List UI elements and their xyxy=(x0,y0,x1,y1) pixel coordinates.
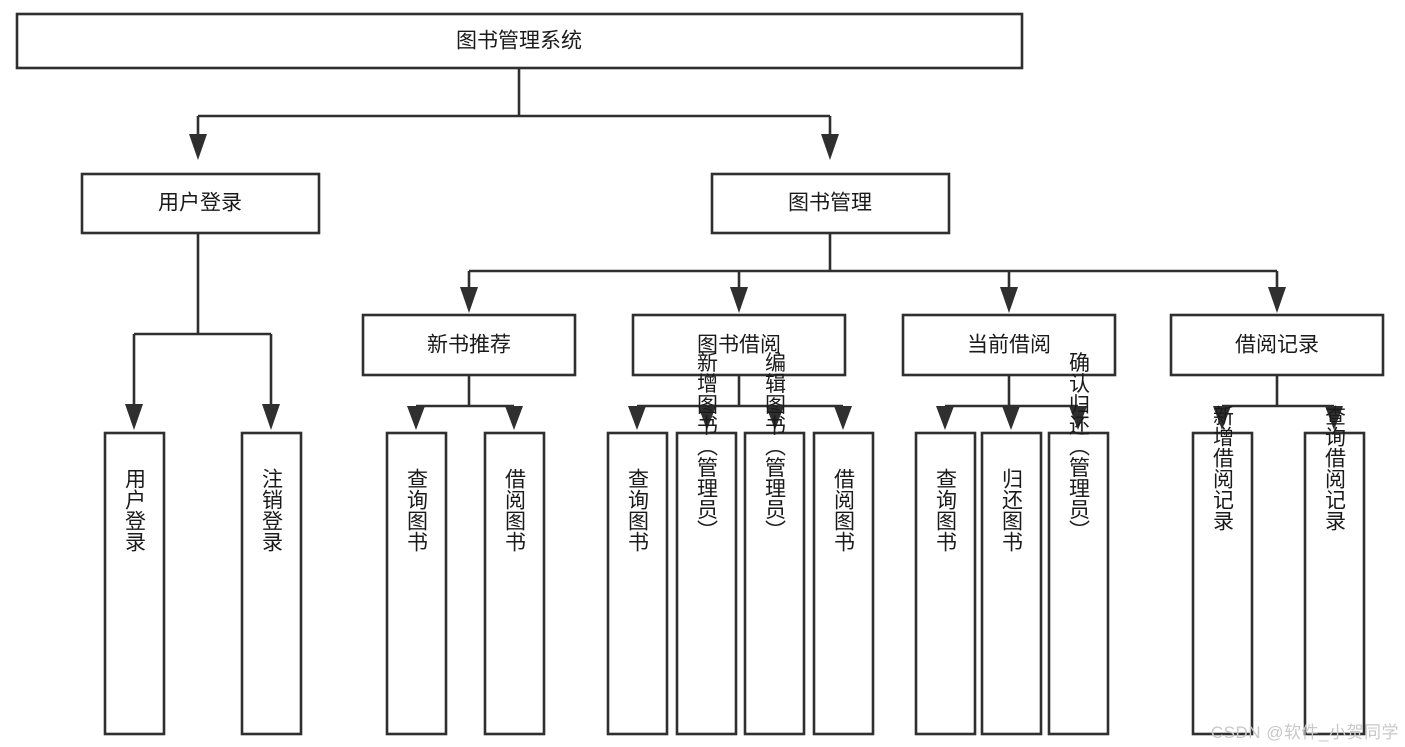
node-borrow-record[interactable]: 借阅记录 xyxy=(1169,313,1385,377)
node-user-login-label: 用户登录 xyxy=(158,192,242,215)
node-leaf-user-login[interactable]: 用户登录 xyxy=(103,431,166,736)
arrow-to-current-borrow xyxy=(1000,287,1018,313)
node-leaf-confirm-return-admin-box[interactable] xyxy=(1047,431,1110,736)
node-user-login-box[interactable] xyxy=(80,172,321,235)
node-leaf-add-book-admin-label: 新增图书（管理员） xyxy=(695,352,719,541)
node-borrow-record-label: 借阅记录 xyxy=(1235,334,1319,357)
node-leaf-add-book-admin[interactable]: 新增图书（管理员） xyxy=(675,352,738,736)
node-leaf-confirm-return-admin[interactable]: 确认归还（管理员） xyxy=(1047,352,1110,736)
arrow-to-leaf-logout xyxy=(262,404,280,430)
node-leaf-edit-book-admin-label: 编辑图书（管理员） xyxy=(763,352,787,541)
node-leaf-user-login-box[interactable] xyxy=(103,431,166,736)
arrow-to-book-manage xyxy=(821,134,839,160)
arrow-to-leaf-query-borrow-record xyxy=(1325,406,1343,430)
arrow-to-leaf-edit-book-admin xyxy=(766,406,784,430)
node-leaf-borrow-book-1-label: 借阅图书 xyxy=(503,468,527,552)
node-leaf-query-book-1-box[interactable] xyxy=(385,431,448,736)
node-leaf-borrow-book-1[interactable]: 借阅图书 xyxy=(483,431,546,736)
arrow-to-user-login xyxy=(189,134,207,160)
node-borrow-record-box[interactable] xyxy=(1169,313,1385,377)
node-leaf-query-book-2[interactable]: 查询图书 xyxy=(606,431,669,736)
node-new-book-rec[interactable]: 新书推荐 xyxy=(361,313,577,377)
node-leaf-query-book-2-label: 查询图书 xyxy=(626,468,650,552)
node-leaf-query-book-3-box[interactable] xyxy=(914,431,977,736)
node-leaf-borrow-book-2-label: 借阅图书 xyxy=(832,468,856,552)
node-leaf-query-book-3[interactable]: 查询图书 xyxy=(914,431,977,736)
arrow-to-book-borrow xyxy=(730,287,748,313)
node-root-label: 图书管理系统 xyxy=(456,30,582,53)
node-leaf-return-book-box[interactable] xyxy=(980,431,1043,736)
node-leaf-edit-book-admin[interactable]: 编辑图书（管理员） xyxy=(743,352,806,736)
node-leaf-add-borrow-record-box[interactable] xyxy=(1191,431,1254,736)
arrow-to-leaf-user-login xyxy=(125,404,143,430)
node-book-borrow-label: 图书借阅 xyxy=(697,334,781,357)
node-user-login[interactable]: 用户登录 xyxy=(80,172,321,235)
node-leaf-query-book-1-label: 查询图书 xyxy=(405,468,429,552)
node-book-manage-label: 图书管理 xyxy=(788,192,872,215)
node-leaf-query-book-1[interactable]: 查询图书 xyxy=(385,431,448,736)
node-leaf-add-book-admin-box[interactable] xyxy=(675,431,738,736)
node-book-borrow-box[interactable] xyxy=(631,313,847,377)
arrow-to-leaf-query-book-2 xyxy=(628,406,646,430)
node-leaf-query-borrow-record-box[interactable] xyxy=(1303,431,1366,736)
node-new-book-rec-box[interactable] xyxy=(361,313,577,377)
node-current-borrow-label: 当前借阅 xyxy=(967,334,1051,357)
arrow-to-leaf-add-book-admin xyxy=(698,406,716,430)
node-leaf-logout[interactable]: 注销登录 xyxy=(240,431,303,736)
node-book-manage[interactable]: 图书管理 xyxy=(710,172,951,235)
arrow-to-leaf-query-book-3 xyxy=(936,406,954,430)
node-leaf-add-borrow-record[interactable]: 新增借阅记录 xyxy=(1191,405,1254,736)
node-root[interactable]: 图书管理系统 xyxy=(15,12,1024,70)
node-leaf-user-login-label: 用户登录 xyxy=(123,468,147,552)
node-current-borrow-box[interactable] xyxy=(901,313,1117,377)
node-leaf-query-book-2-box[interactable] xyxy=(606,431,669,736)
node-leaf-borrow-book-2[interactable]: 借阅图书 xyxy=(812,431,875,736)
node-leaf-return-book[interactable]: 归还图书 xyxy=(980,431,1043,736)
arrow-to-leaf-confirm-return-admin xyxy=(1069,406,1087,430)
node-root-box[interactable] xyxy=(15,12,1024,70)
node-leaf-add-borrow-record-label: 新增借阅记录 xyxy=(1211,405,1235,531)
node-leaf-return-book-label: 归还图书 xyxy=(1000,468,1024,552)
node-book-borrow[interactable]: 图书借阅 xyxy=(631,313,847,377)
node-leaf-borrow-book-1-box[interactable] xyxy=(483,431,546,736)
arrow-to-leaf-borrow-book-2 xyxy=(834,406,852,430)
node-leaf-borrow-book-2-box[interactable] xyxy=(812,431,875,736)
node-new-book-rec-label: 新书推荐 xyxy=(427,334,511,357)
node-leaf-logout-box[interactable] xyxy=(240,431,303,736)
arrow-to-leaf-return-book xyxy=(1002,406,1020,430)
arrow-to-new-book-rec xyxy=(460,287,478,313)
arrow-to-leaf-query-book-1 xyxy=(407,406,425,430)
node-leaf-query-borrow-record[interactable]: 查询借阅记录 xyxy=(1303,405,1366,736)
arrow-to-leaf-borrow-book-1 xyxy=(505,406,523,430)
node-leaf-logout-label: 注销登录 xyxy=(260,468,284,552)
arrow-to-leaf-add-borrow-record xyxy=(1213,406,1231,430)
node-leaf-query-borrow-record-label: 查询借阅记录 xyxy=(1323,405,1347,531)
node-leaf-query-book-3-label: 查询图书 xyxy=(934,468,958,552)
node-leaf-edit-book-admin-box[interactable] xyxy=(743,431,806,736)
node-current-borrow[interactable]: 当前借阅 xyxy=(901,313,1117,377)
node-book-manage-box[interactable] xyxy=(710,172,951,235)
arrow-to-borrow-record xyxy=(1268,287,1286,313)
node-leaf-confirm-return-admin-label: 确认归还（管理员） xyxy=(1067,352,1091,541)
connector-layer xyxy=(125,68,1343,430)
